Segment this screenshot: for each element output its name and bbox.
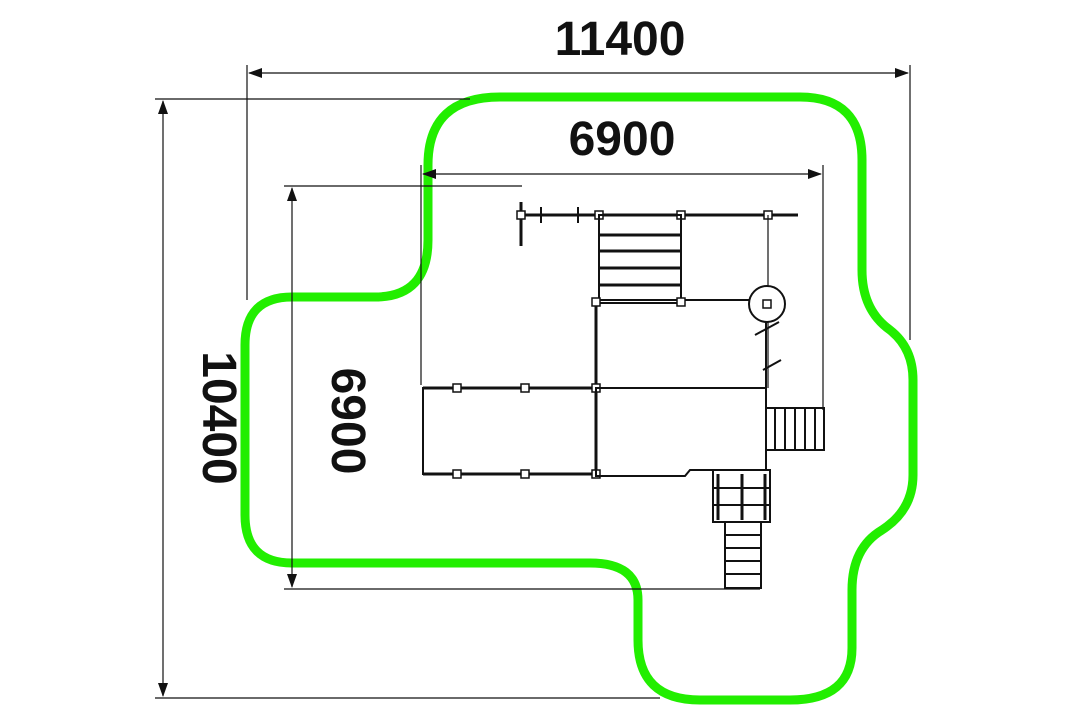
playground-structure [422,202,825,589]
equipment-width-label: 6900 [569,113,676,166]
equipment-height-label: 6900 [321,368,374,475]
overall-width-label: 11400 [555,13,686,66]
overall-height-label: 10400 [192,351,245,484]
equipment-width-dimension: 6900 [420,113,824,410]
overall-height-dimension: 10400 [155,98,660,699]
main-deck [595,387,767,477]
top-ladder [598,214,682,304]
overall-width-dimension: 11400 [246,13,911,340]
steering-wheel-icon [748,285,786,388]
lower-tower [712,469,771,523]
side-steps [765,407,825,451]
safety-zone-outline [240,92,918,705]
equipment-height-dimension: 6900 [284,185,760,590]
tunnel-bridge [422,383,601,479]
bottom-ladder [724,521,762,589]
